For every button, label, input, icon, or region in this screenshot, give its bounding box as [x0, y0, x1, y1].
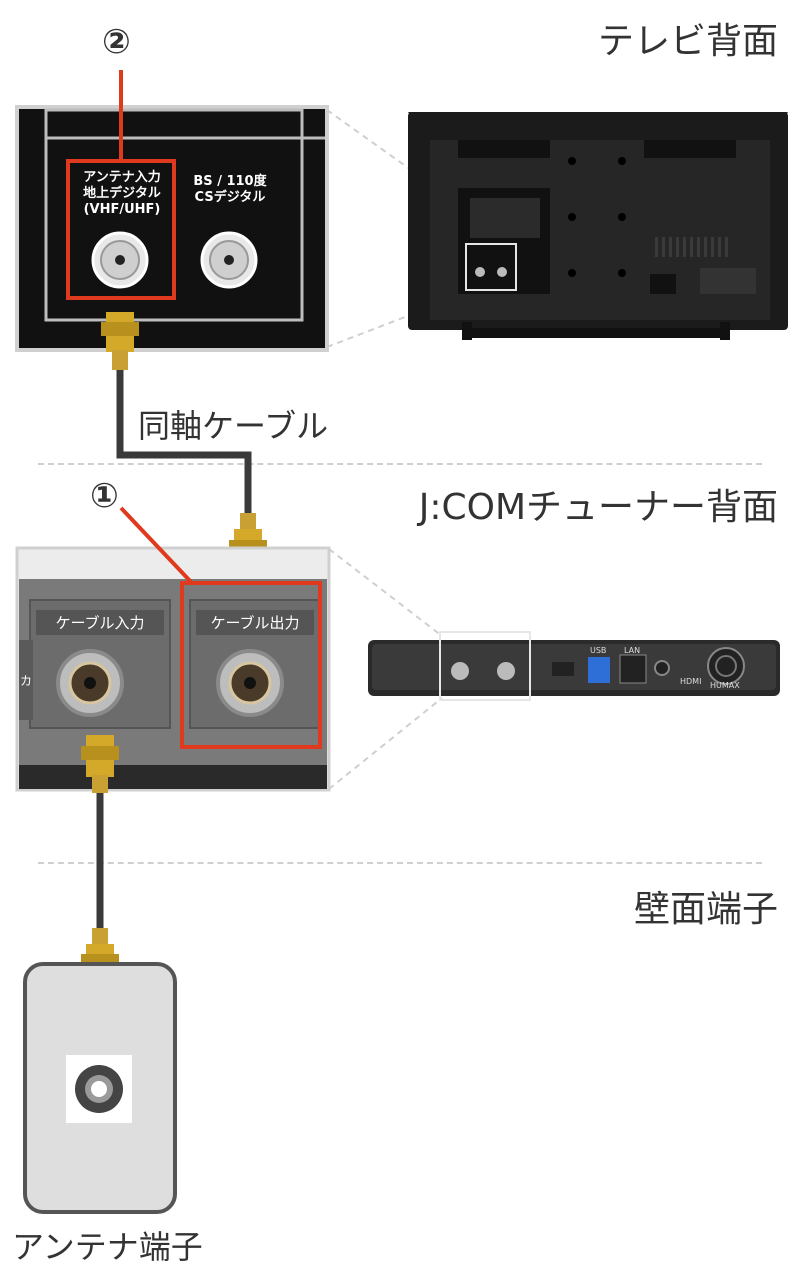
tv-bs-connector	[200, 231, 258, 289]
wall-plate	[23, 962, 177, 1214]
tv-bs-line2: CSデジタル	[194, 190, 266, 205]
tuner-device-illustration	[368, 631, 780, 701]
section-title-tuner-back: J:COMチューナー背面	[418, 487, 778, 528]
section-title-wall-terminal: 壁面端子	[633, 889, 778, 930]
tv-terrestrial-label: アンテナ入力 地上デジタル (VHF/UHF)	[70, 170, 174, 218]
tv-terrestrial-connector	[91, 231, 149, 289]
tuner-brand-label: HUMAX	[710, 681, 740, 690]
step-1-highlight	[180, 581, 322, 749]
tv-terrestrial-line3: (VHF/UHF)	[83, 202, 161, 217]
tuner-hdmi-label: HDMI	[680, 677, 701, 686]
tv-bs-label: BS / 110度 CSデジタル	[178, 174, 282, 206]
antenna-terminal-label: アンテナ端子	[12, 1228, 203, 1266]
divider-1	[38, 463, 762, 465]
tv-back-illustration	[408, 112, 788, 340]
tuner-usb-label: USB	[590, 646, 606, 655]
step-1-number: ①	[90, 476, 119, 516]
tv-terrestrial-line1: アンテナ入力	[83, 170, 161, 185]
tuner-partial-label: カ	[20, 674, 33, 688]
tv-terrestrial-line2: 地上デジタル	[83, 186, 161, 201]
tuner-cable-in-label: ケーブル入力	[36, 610, 164, 635]
tuner-cable-out-label: ケーブル出力	[196, 610, 314, 635]
coax-cable-label: 同軸ケーブル	[138, 407, 329, 445]
tv-bs-line1: BS / 110度	[193, 174, 267, 189]
coax-cable-bottom	[81, 735, 119, 984]
section-title-tv-back: テレビ背面	[597, 21, 778, 62]
tuner-lan-label: LAN	[624, 646, 640, 655]
divider-2	[38, 862, 762, 864]
step-2-number: ②	[102, 22, 131, 62]
